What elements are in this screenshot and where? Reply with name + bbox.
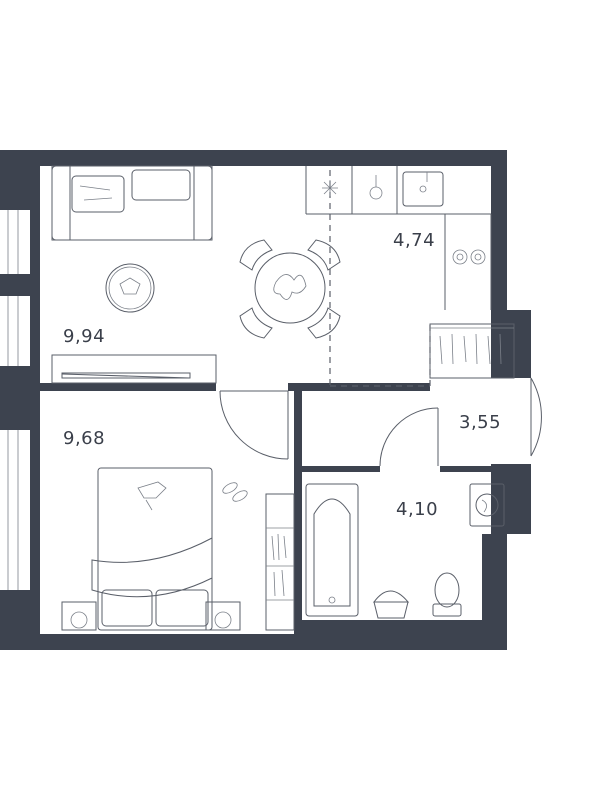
dining-table [239,239,341,339]
wardrobe [265,493,295,631]
kitchen-furniture [305,166,492,387]
area-labels: 9,94 4,74 9,68 3,55 4,10 [63,230,501,520]
chair-top-left [239,239,273,271]
hall-area: 3,55 [459,412,501,433]
kitchen-area: 4,74 [393,230,435,251]
doors [219,377,542,467]
bathroom-area: 4,10 [396,499,438,520]
coffee-table [105,263,155,313]
chair-bottom-right [307,307,341,339]
sink-bathroom [373,590,410,619]
bed [91,467,213,631]
nightstands [61,601,241,631]
sofa [51,165,213,241]
slippers [222,482,248,502]
toilet [432,572,462,617]
walls [0,150,531,650]
chair-top-right [307,239,341,271]
living-room-area: 9,94 [63,326,105,347]
chair-bottom-left [239,307,273,339]
washing-machine [469,483,505,527]
tv-stand [51,354,217,384]
hall-wardrobe [429,323,515,379]
bathtub [305,483,359,617]
bedroom-area: 9,68 [63,428,105,449]
